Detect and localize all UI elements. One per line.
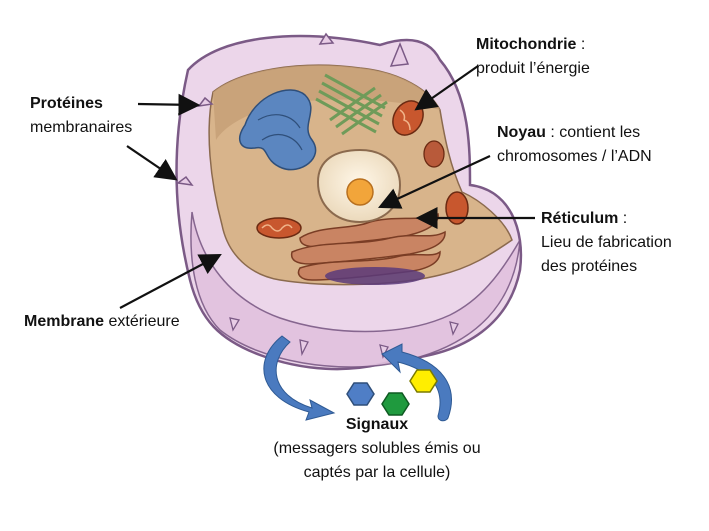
centrioles bbox=[315, 73, 388, 136]
label-noyau-sep: : contient les bbox=[545, 124, 641, 141]
label-mitochondrie: Mitochondrie : produit l’énergie bbox=[476, 33, 590, 81]
label-proteines-rest: membranaires bbox=[30, 119, 133, 136]
label-reticulum: Réticulum : Lieu de fabrication des prot… bbox=[541, 207, 672, 279]
signal-hexagon-blue bbox=[346, 382, 375, 406]
signal-hexagon-yellow bbox=[409, 369, 438, 393]
label-mitochondrie-bold: Mitochondrie bbox=[476, 36, 577, 53]
pointer-noyau bbox=[378, 155, 491, 209]
label-proteines: Protéines membranaires bbox=[30, 92, 132, 140]
label-reticulum-sep: : bbox=[618, 210, 628, 227]
mitochondrion bbox=[445, 191, 469, 225]
label-mitochondrie-sep: : bbox=[576, 36, 586, 53]
pointer-mitochondrie bbox=[414, 65, 479, 111]
label-signaux-rest1: (messagers solubles émis ou bbox=[273, 440, 481, 457]
label-signaux-bold: Signaux bbox=[345, 416, 409, 433]
pointer-arrows bbox=[119, 65, 535, 309]
mitochondrion bbox=[423, 140, 445, 168]
signal-arrow-out bbox=[263, 335, 336, 421]
signal-arrows bbox=[263, 335, 452, 422]
mitochondrion bbox=[256, 217, 302, 239]
protein-bump bbox=[389, 42, 410, 67]
protein-bump bbox=[449, 321, 459, 336]
label-reticulum-rest2: des protéines bbox=[541, 258, 638, 275]
label-membrane: Membrane extérieure bbox=[24, 310, 180, 334]
label-proteines-bold: Protéines bbox=[30, 95, 103, 112]
nucleolus bbox=[346, 178, 374, 206]
protein-bump bbox=[229, 317, 241, 332]
label-reticulum-bold: Réticulum bbox=[541, 210, 619, 227]
membrane-rim bbox=[190, 211, 521, 368]
signal-arrow-in bbox=[381, 343, 452, 422]
pointer-membrane bbox=[119, 253, 222, 309]
label-mitochondrie-rest: produit l’énergie bbox=[476, 60, 590, 77]
label-membrane-rest: extérieure bbox=[104, 313, 180, 330]
protein-bump bbox=[197, 96, 214, 108]
signal-hexagon-green bbox=[381, 392, 410, 416]
label-membrane-bold: Membrane bbox=[24, 313, 105, 330]
label-noyau-rest: chromosomes / l’ADN bbox=[497, 148, 652, 165]
label-noyau-bold: Noyau bbox=[497, 124, 546, 141]
label-reticulum-rest1: Lieu de fabrication bbox=[541, 234, 672, 251]
nucleus bbox=[316, 148, 402, 224]
pointer-proteines-2 bbox=[126, 145, 178, 181]
protein-bump bbox=[176, 175, 194, 186]
inner-wall bbox=[213, 65, 440, 140]
golgi-apparatus bbox=[238, 89, 317, 171]
cell bbox=[175, 32, 523, 371]
signal-molecules bbox=[346, 369, 438, 416]
label-noyau: Noyau : contient les chromosomes / l’ADN bbox=[497, 121, 652, 169]
pointer-proteines bbox=[137, 93, 201, 116]
er-lumen bbox=[325, 267, 425, 285]
protein-bump bbox=[299, 339, 309, 357]
label-signaux-rest2: captés par la cellule) bbox=[303, 464, 451, 481]
label-signaux: Signaux (messagers solubles émis ou capt… bbox=[262, 413, 492, 485]
protein-bump bbox=[318, 32, 335, 45]
